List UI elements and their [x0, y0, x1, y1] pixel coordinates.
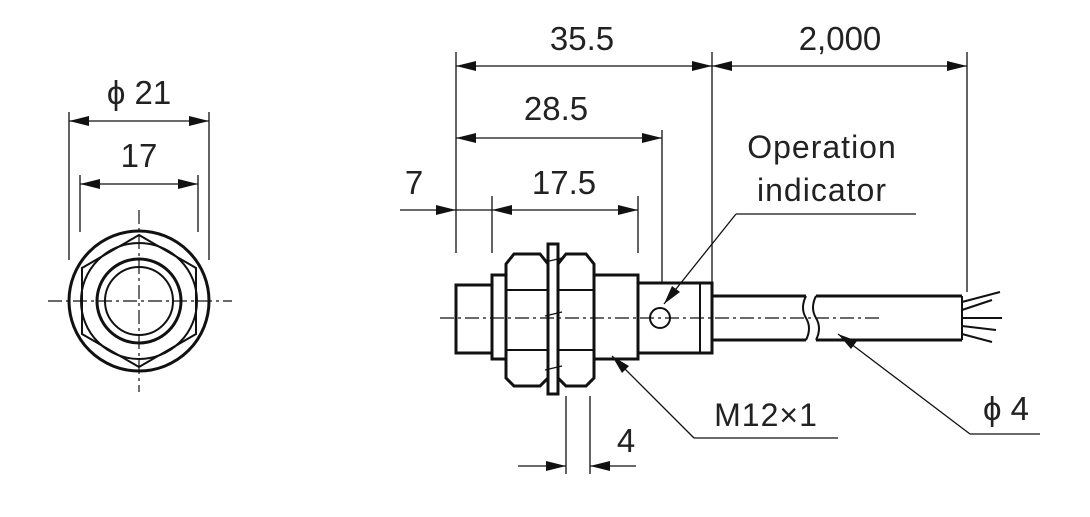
arrow-head	[178, 179, 198, 189]
front-view: ϕ 21 17	[48, 74, 232, 392]
cable-break-1	[802, 295, 810, 341]
arrow-head	[947, 61, 967, 71]
label-indicator-line2: indicator	[757, 172, 887, 208]
wire	[961, 299, 993, 311]
arrow-head	[692, 61, 712, 71]
hex-nut-1	[504, 252, 550, 388]
arrow-head	[712, 61, 732, 71]
thread-mark	[544, 257, 563, 263]
arrow-head	[612, 356, 629, 373]
label-body-length: 17.5	[532, 164, 596, 201]
label-cable-diameter: ϕ 4	[983, 390, 1029, 427]
label-thread-spec: M12×1	[714, 397, 818, 433]
label-indicator-line1: Operation	[747, 129, 897, 165]
front-ring-3	[104, 266, 174, 336]
side-view: 35.5 2,000 28.5 7 17.5 4 M12×1	[400, 20, 1040, 474]
arrow-head	[456, 133, 476, 143]
leader-thread	[611, 355, 695, 439]
sensing-head	[454, 283, 494, 355]
arrow-head	[590, 461, 610, 471]
thread-mark	[544, 365, 563, 371]
wire	[961, 333, 993, 343]
label-outer-diameter: ϕ 21	[107, 74, 171, 111]
wire	[961, 325, 997, 331]
arrow-head	[69, 116, 89, 126]
label-sensing-head: 7	[405, 164, 423, 201]
arrow-head	[664, 286, 680, 304]
arrow-head	[618, 205, 638, 215]
thread-mark	[544, 311, 563, 317]
label-inner-width: 17	[121, 137, 158, 174]
arrow-head	[838, 334, 857, 349]
label-thread-length: 28.5	[524, 90, 588, 127]
arrow-head	[456, 61, 476, 71]
front-outer-circle	[67, 229, 211, 373]
wire	[961, 291, 1001, 303]
hex-nut-2	[556, 252, 596, 388]
arrow-head	[436, 205, 456, 215]
arrow-head	[546, 461, 566, 471]
leader-cable	[837, 333, 971, 435]
arrow-head	[80, 179, 100, 189]
label-overall-length: 35.5	[550, 20, 614, 57]
label-cable-length: 2,000	[799, 20, 882, 57]
label-nut-thickness: 4	[617, 422, 635, 459]
arrow-head	[642, 133, 662, 143]
arrow-head	[189, 116, 209, 126]
